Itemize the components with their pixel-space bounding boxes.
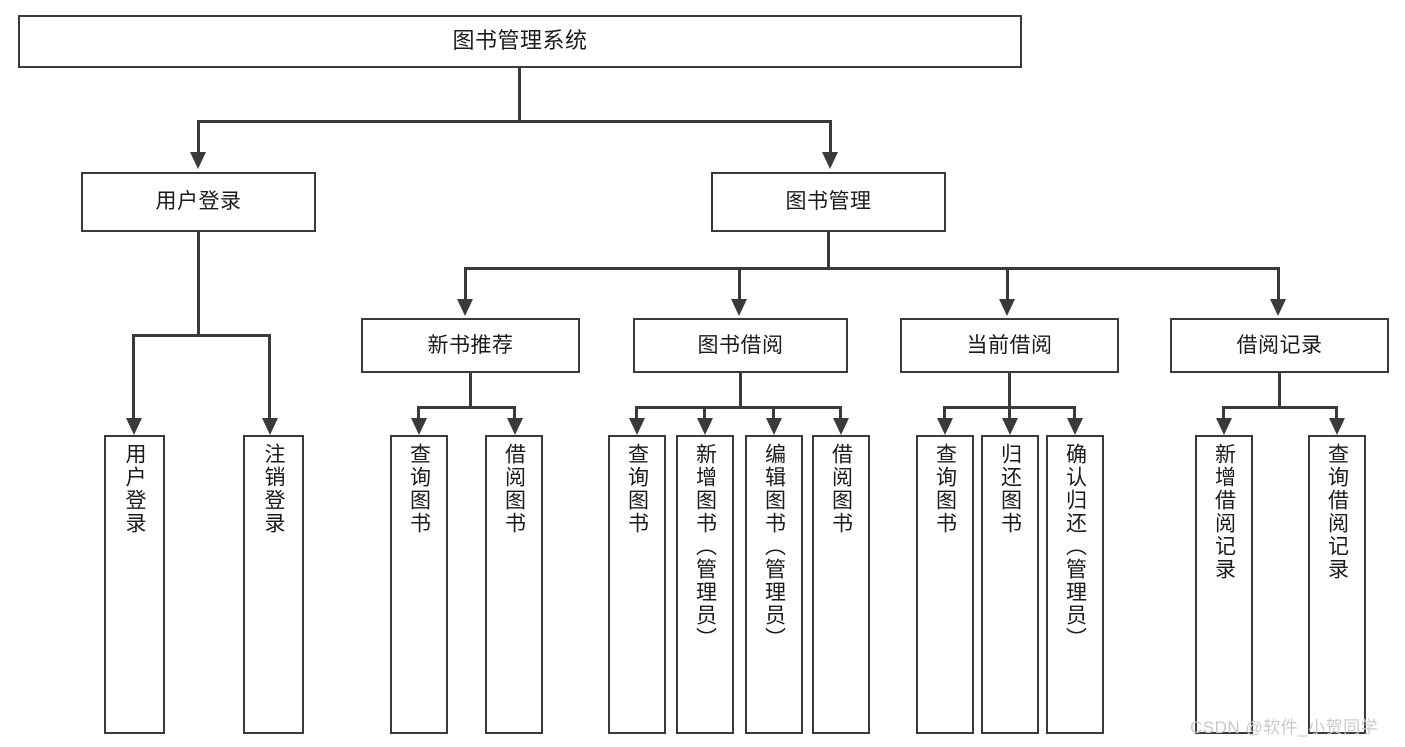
- connector-user-login-bar: [132, 334, 271, 337]
- arrowhead-bb-leaf-2: [697, 418, 713, 435]
- leaf-query-book-borrow[interactable]: 查询图书: [608, 435, 666, 734]
- node-label: 查询借阅记录: [1325, 443, 1349, 581]
- node-label: 图书借阅: [697, 333, 784, 357]
- node-label: 新增图书（管理员）: [693, 443, 717, 650]
- leaf-confirm-return-admin[interactable]: 确认归还（管理员）: [1046, 435, 1104, 734]
- connector-cb-to-leaf-1: [943, 406, 946, 419]
- arrowhead-root-to-user-login: [190, 152, 206, 169]
- connector-book-borrow-bar: [635, 406, 842, 409]
- node-new-book-recommend[interactable]: 新书推荐: [361, 318, 580, 373]
- arrowhead-bb-leaf-4: [833, 418, 849, 435]
- connector-new-book-stem: [469, 373, 472, 408]
- connector-root-to-user-login: [197, 120, 200, 153]
- arrowhead-br-leaf-2: [1329, 418, 1345, 435]
- node-label: 查询图书: [933, 443, 957, 535]
- arrowhead-bm-current-borrow: [999, 299, 1015, 316]
- connector-book-borrow-stem: [739, 373, 742, 408]
- arrowhead-cb-leaf-2: [1002, 418, 1018, 435]
- connector-borrow-record-stem: [1278, 373, 1281, 408]
- connector-bb-to-leaf-1: [635, 406, 638, 419]
- node-label: 借阅图书: [829, 443, 853, 535]
- leaf-edit-book-admin[interactable]: 编辑图书（管理员）: [745, 435, 803, 734]
- arrowhead-user-login-leaf-1: [126, 418, 142, 435]
- connector-nb-to-leaf-2: [513, 406, 516, 419]
- connector-bm-to-new-book: [464, 267, 467, 300]
- csdn-watermark: CSDN @软件_小贺同学: [1190, 718, 1379, 737]
- leaf-add-borrow-record[interactable]: 新增借阅记录: [1195, 435, 1253, 734]
- arrowhead-cb-leaf-3: [1067, 418, 1083, 435]
- node-label: 借阅记录: [1236, 333, 1323, 357]
- leaf-borrow-book-recommend[interactable]: 借阅图书: [485, 435, 543, 734]
- arrowhead-bm-borrow-record: [1270, 299, 1286, 316]
- node-user-login[interactable]: 用户登录: [81, 172, 316, 232]
- connector-new-book-bar: [417, 406, 516, 409]
- node-label: 用户登录: [123, 443, 146, 535]
- arrowhead-root-to-book-management: [822, 152, 838, 169]
- node-label: 归还图书: [998, 443, 1022, 535]
- node-label: 注销登录: [262, 443, 285, 535]
- arrowhead-bb-leaf-1: [629, 418, 645, 435]
- node-label: 查询图书: [625, 443, 649, 535]
- connector-nb-to-leaf-1: [417, 406, 420, 419]
- connector-bb-to-leaf-3: [772, 406, 775, 419]
- arrowhead-cb-leaf-1: [937, 418, 953, 435]
- arrowhead-user-login-leaf-2: [262, 418, 278, 435]
- leaf-query-book-current[interactable]: 查询图书: [916, 435, 974, 734]
- arrowhead-bb-leaf-3: [766, 418, 782, 435]
- connector-br-to-leaf-2: [1335, 406, 1338, 419]
- connector-cb-to-leaf-2: [1008, 406, 1011, 419]
- node-book-management[interactable]: 图书管理: [711, 172, 946, 232]
- node-label: 当前借阅: [966, 333, 1053, 357]
- arrowhead-br-leaf-1: [1216, 418, 1232, 435]
- node-book-borrow[interactable]: 图书借阅: [633, 318, 848, 373]
- arrowhead-bm-book-borrow: [731, 299, 747, 316]
- arrowhead-bm-new-book: [457, 299, 473, 316]
- connector-user-login-stem: [197, 232, 200, 336]
- connector-borrow-record-bar: [1222, 406, 1338, 409]
- connector-book-management-bar: [464, 267, 1280, 270]
- connector-bb-to-leaf-2: [703, 406, 706, 419]
- node-label: 借阅图书: [502, 443, 526, 535]
- connector-user-login-to-leaf-1: [132, 334, 135, 419]
- connector-bb-to-leaf-4: [839, 406, 842, 419]
- leaf-return-book[interactable]: 归还图书: [981, 435, 1039, 734]
- connector-br-to-leaf-1: [1222, 406, 1225, 419]
- leaf-query-borrow-record[interactable]: 查询借阅记录: [1308, 435, 1366, 734]
- leaf-borrow-book[interactable]: 借阅图书: [812, 435, 870, 734]
- node-label: 用户登录: [155, 190, 242, 214]
- connector-bm-to-book-borrow: [738, 267, 741, 300]
- node-root-book-management-system[interactable]: 图书管理系统: [18, 15, 1022, 68]
- leaf-user-login[interactable]: 用户登录: [104, 435, 165, 734]
- node-label: 确认归还（管理员）: [1063, 443, 1087, 650]
- connector-current-borrow-stem: [1008, 373, 1011, 408]
- node-label: 图书管理系统: [452, 28, 588, 54]
- node-label: 查询图书: [407, 443, 431, 535]
- node-label: 图书管理: [785, 190, 872, 214]
- connector-bm-to-borrow-record: [1277, 267, 1280, 300]
- arrowhead-nb-leaf-1: [411, 418, 427, 435]
- leaf-add-book-admin[interactable]: 新增图书（管理员）: [676, 435, 734, 734]
- node-label: 新增借阅记录: [1212, 443, 1236, 581]
- connector-cb-to-leaf-3: [1073, 406, 1076, 419]
- connector-book-management-stem: [827, 232, 830, 269]
- connector-bm-to-current-borrow: [1006, 267, 1009, 300]
- node-label: 新书推荐: [427, 333, 514, 357]
- connector-root-stem: [518, 68, 521, 122]
- leaf-query-book-recommend[interactable]: 查询图书: [390, 435, 448, 734]
- leaf-logout[interactable]: 注销登录: [243, 435, 304, 734]
- arrowhead-nb-leaf-2: [507, 418, 523, 435]
- connector-root-to-book-management: [829, 120, 832, 153]
- node-current-borrow[interactable]: 当前借阅: [900, 318, 1119, 373]
- connector-user-login-to-leaf-2: [268, 334, 271, 419]
- connector-root-bar: [197, 120, 832, 123]
- node-label: 编辑图书（管理员）: [762, 443, 786, 650]
- node-borrow-record[interactable]: 借阅记录: [1170, 318, 1389, 373]
